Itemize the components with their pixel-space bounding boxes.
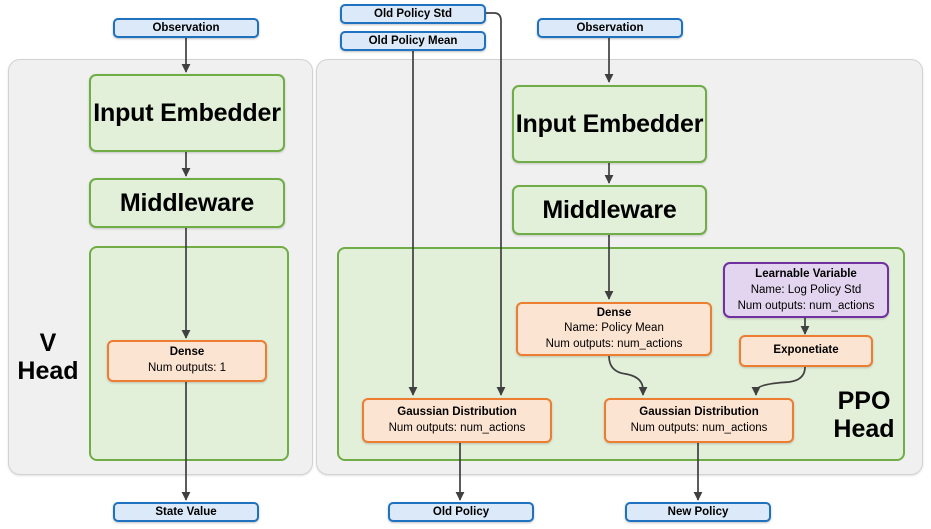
ppo-head-dense-title: Dense: [596, 306, 632, 319]
output-state-value[interactable]: State Value: [113, 502, 259, 522]
gaussian-old-title: Gaussian Distribution: [397, 405, 517, 418]
ppo-head-input-embedder[interactable]: Input Embedder: [512, 85, 707, 163]
ppo-head-dense-outputs: Num outputs: num_actions: [545, 337, 683, 350]
v-head-dense[interactable]: Dense Num outputs: 1: [107, 340, 267, 382]
v-head-middleware[interactable]: Middleware: [89, 178, 285, 228]
input-observation-right[interactable]: Observation: [537, 18, 683, 38]
ppo-head-gaussian-new[interactable]: Gaussian Distribution Num outputs: num_a…: [604, 398, 794, 443]
output-new-policy-label: New Policy: [667, 506, 729, 518]
learnable-variable-name: Name: Log Policy Std: [750, 283, 862, 296]
input-old-policy-std[interactable]: Old Policy Std: [340, 4, 486, 24]
ppo-head-dense-name: Name: Policy Mean: [564, 322, 664, 335]
gaussian-new-title: Gaussian Distribution: [639, 405, 759, 418]
input-observation-left-label: Observation: [152, 22, 220, 34]
learnable-variable-title: Learnable Variable: [755, 267, 857, 280]
ppo-head-middleware-label: Middleware: [542, 195, 677, 224]
input-observation-left[interactable]: Observation: [113, 18, 259, 38]
v-head-dense-title: Dense: [169, 346, 205, 359]
v-head-dense-outputs: Num outputs: 1: [148, 362, 226, 374]
input-old-policy-std-label: Old Policy Std: [374, 8, 452, 20]
ppo-head-middleware[interactable]: Middleware: [512, 185, 707, 235]
ppo-head-exponetiate[interactable]: Exponetiate: [739, 335, 873, 367]
input-old-policy-mean[interactable]: Old Policy Mean: [340, 31, 486, 51]
input-observation-right-label: Observation: [576, 22, 644, 34]
gaussian-new-outputs: Num outputs: num_actions: [630, 421, 768, 434]
ppo-head-gaussian-old[interactable]: Gaussian Distribution Num outputs: num_a…: [362, 398, 552, 443]
gaussian-old-outputs: Num outputs: num_actions: [388, 421, 526, 434]
output-new-policy[interactable]: New Policy: [625, 502, 771, 522]
ppo-head-learnable-variable[interactable]: Learnable Variable Name: Log Policy Std …: [723, 262, 889, 318]
input-old-policy-mean-label: Old Policy Mean: [368, 35, 458, 47]
exponetiate-label: Exponetiate: [773, 344, 839, 357]
v-head-label: V Head: [17, 329, 79, 385]
learnable-variable-outputs: Num outputs: num_actions: [737, 300, 875, 313]
v-head-input-embedder[interactable]: Input Embedder: [89, 74, 285, 152]
ppo-head-dense-policy-mean[interactable]: Dense Name: Policy Mean Num outputs: num…: [516, 302, 712, 356]
output-old-policy-label: Old Policy: [432, 506, 490, 518]
ppo-head-input-embedder-label: Input Embedder: [515, 109, 704, 138]
v-head-input-embedder-label: Input Embedder: [93, 98, 281, 127]
ppo-head-label: PPO Head: [833, 387, 895, 443]
output-state-value-label: State Value: [155, 506, 217, 518]
v-head-middleware-label: Middleware: [119, 188, 255, 217]
output-old-policy[interactable]: Old Policy: [388, 502, 534, 522]
